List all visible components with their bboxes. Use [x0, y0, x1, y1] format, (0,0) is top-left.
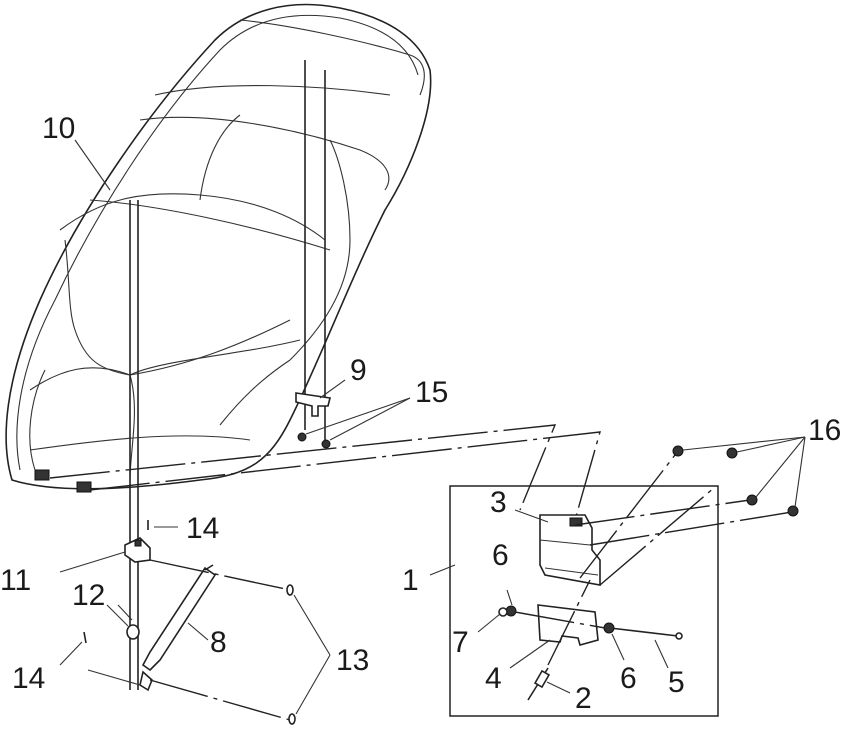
nut-6b — [603, 622, 615, 634]
callout-13: 13 — [336, 644, 369, 677]
leader-9 — [319, 379, 346, 399]
callout-12: 12 — [72, 579, 105, 612]
dash-line-2 — [89, 431, 601, 521]
dash-16d — [589, 511, 793, 546]
dash-13a — [149, 559, 291, 591]
seat-latch-left — [34, 469, 50, 481]
callout-4: 4 — [485, 662, 502, 695]
nut-16c — [746, 494, 758, 506]
washer-7 — [498, 607, 508, 617]
bolt-5 — [609, 627, 679, 637]
callout-7: 7 — [452, 626, 469, 659]
dash-bolt — [514, 611, 606, 629]
callout-14a: 14 — [186, 512, 219, 545]
hinge-plate-3 — [539, 514, 601, 586]
dash-16b — [599, 486, 716, 586]
leader-15a — [329, 397, 411, 441]
bolt-15a — [297, 432, 307, 442]
callout-14b: 14 — [12, 662, 45, 695]
callout-6a: 6 — [492, 539, 509, 572]
dash-pin — [547, 579, 591, 666]
clip-12 — [126, 624, 140, 640]
clip-13a — [286, 584, 294, 596]
callout-10: 10 — [42, 112, 75, 145]
assembly-box-1 — [449, 485, 719, 717]
callout-1: 1 — [402, 564, 419, 597]
callout-3: 3 — [490, 486, 507, 519]
callout-15: 15 — [415, 376, 448, 409]
callout-5: 5 — [668, 666, 685, 699]
lower-bracket-11 — [124, 537, 151, 563]
pin-14b — [83, 631, 87, 644]
callout-11: 11 — [0, 564, 31, 597]
callout-8: 8 — [210, 626, 227, 659]
seat — [5, 3, 432, 493]
callout-16: 16 — [808, 414, 841, 447]
bolt-15b — [321, 439, 331, 449]
dash-16c — [574, 499, 751, 526]
callout-6b: 6 — [620, 662, 637, 695]
gas-strut-8 — [139, 564, 217, 692]
dash-line-1 — [49, 424, 557, 511]
hinge-bracket-9 — [295, 392, 331, 417]
callout-9: 9 — [350, 354, 367, 387]
clip-13b — [288, 713, 296, 725]
dash-13b — [149, 679, 291, 721]
nut-16a — [672, 445, 684, 457]
callout-2: 2 — [575, 682, 592, 715]
leader-15b — [305, 397, 411, 435]
seat-latch-right — [76, 481, 92, 493]
nut-16d — [787, 505, 799, 517]
pin-2 — [527, 667, 551, 701]
nut-16b — [726, 447, 738, 459]
dash-16a — [579, 454, 676, 579]
